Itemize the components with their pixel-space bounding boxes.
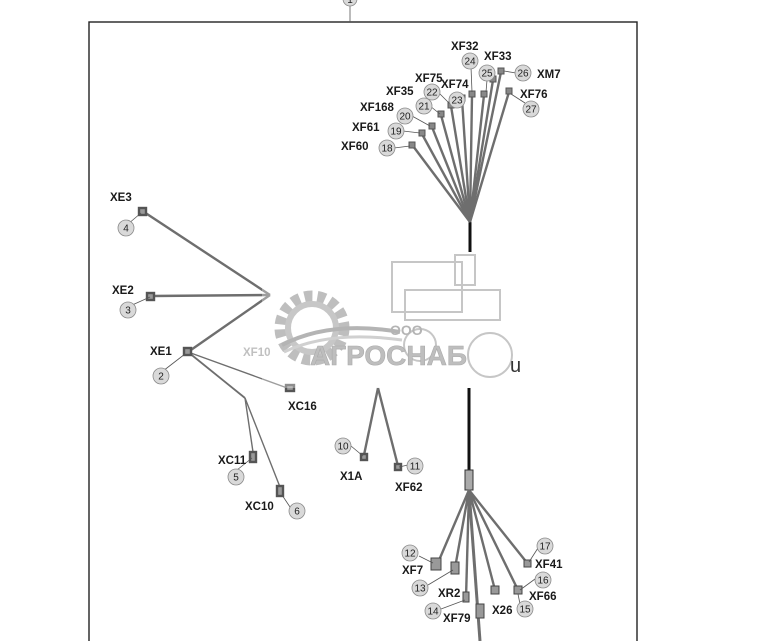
callout-23: 23 bbox=[448, 91, 466, 109]
connector-label-xf61: XF61 bbox=[352, 122, 380, 134]
svg-text:5: 5 bbox=[233, 473, 239, 484]
svg-text:10: 10 bbox=[337, 442, 349, 453]
top-callout: 1 bbox=[342, 0, 358, 7]
svg-text:12: 12 bbox=[404, 549, 416, 560]
watermark-logo: ООО АГРОСНАБ bbox=[262, 254, 532, 388]
callout-4: 4 bbox=[117, 219, 135, 237]
middle-harness bbox=[359, 387, 403, 472]
stray-label: u bbox=[510, 355, 521, 377]
harvester-icon bbox=[391, 254, 513, 378]
svg-text:26: 26 bbox=[517, 69, 529, 80]
callout-16: 16 bbox=[534, 571, 552, 589]
callout-15: 15 bbox=[516, 600, 534, 618]
svg-text:14: 14 bbox=[427, 607, 439, 618]
callout-2: 2 bbox=[152, 367, 170, 385]
connector-label-xf41: XF41 bbox=[535, 559, 563, 571]
lower-harness bbox=[430, 388, 532, 641]
connector-label-x1a: X1A bbox=[340, 471, 362, 483]
svg-text:23: 23 bbox=[451, 96, 463, 107]
callout-12: 12 bbox=[401, 544, 419, 562]
connector-label-xf33: XF33 bbox=[484, 51, 512, 63]
callout-17: 17 bbox=[536, 537, 554, 555]
connector-label-xc11: XC11 bbox=[218, 455, 247, 467]
connector-label-xe2: XE2 bbox=[112, 285, 134, 297]
svg-text:6: 6 bbox=[294, 507, 300, 518]
svg-text:4: 4 bbox=[123, 224, 129, 235]
connector-label-xf35: XF35 bbox=[386, 86, 414, 98]
callout-26: 26 bbox=[514, 64, 532, 82]
callout-24: 24 bbox=[461, 52, 479, 70]
svg-text:21: 21 bbox=[418, 102, 430, 113]
connector-label-xf168: XF168 bbox=[360, 102, 394, 114]
svg-text:3: 3 bbox=[125, 306, 131, 317]
connector-label-xf32: XF32 bbox=[451, 41, 479, 53]
svg-text:11: 11 bbox=[410, 462, 421, 473]
left-harness bbox=[137, 206, 296, 498]
gear-icon bbox=[274, 290, 403, 366]
connector-label-xf7: XF7 bbox=[402, 565, 423, 577]
callout-5: 5 bbox=[227, 468, 245, 486]
svg-text:16: 16 bbox=[537, 576, 549, 587]
connector-label-xf62: XF62 bbox=[395, 482, 423, 494]
connector-label-x26: X26 bbox=[492, 605, 512, 617]
connector-label-xf76: XF76 bbox=[520, 89, 548, 101]
svg-text:22: 22 bbox=[426, 88, 438, 99]
connector-label-xf66: XF66 bbox=[529, 591, 557, 603]
drawing-frame bbox=[88, 21, 638, 641]
callout-13: 13 bbox=[411, 579, 429, 597]
connector-label-xm7: XM7 bbox=[537, 69, 561, 81]
svg-text:1: 1 bbox=[347, 0, 353, 6]
callout-6: 6 bbox=[288, 502, 306, 520]
callout-3: 3 bbox=[119, 301, 137, 319]
connector-label-xf75: XF75 bbox=[415, 73, 443, 85]
connector-label-xf79: XF79 bbox=[443, 613, 471, 625]
connector-label-xr2: XR2 bbox=[438, 588, 460, 600]
callout-10: 10 bbox=[334, 437, 352, 455]
svg-text:2: 2 bbox=[158, 372, 164, 383]
connector-label-xe1: XE1 bbox=[150, 346, 172, 358]
svg-text:20: 20 bbox=[399, 112, 411, 123]
watermark-prefix: ООО bbox=[390, 322, 423, 338]
svg-text:25: 25 bbox=[481, 69, 493, 80]
svg-text:13: 13 bbox=[414, 584, 426, 595]
watermark-company: АГРОСНАБ bbox=[310, 340, 467, 371]
callout-11: 11 bbox=[406, 457, 424, 475]
callout-18: 18 bbox=[378, 139, 396, 157]
svg-text:18: 18 bbox=[381, 144, 393, 155]
svg-text:15: 15 bbox=[519, 605, 531, 616]
svg-text:27: 27 bbox=[525, 105, 537, 116]
callout-21: 21 bbox=[415, 97, 433, 115]
connector-label-xc10: XC10 bbox=[245, 501, 274, 513]
connector-label-xf60: XF60 bbox=[341, 141, 369, 153]
callout-20: 20 bbox=[396, 107, 414, 125]
connector-label-xf74: XF74 bbox=[441, 79, 469, 91]
callout-22: 22 bbox=[423, 83, 441, 101]
callout-27: 27 bbox=[522, 100, 540, 118]
connector-label-xf10: XF10 bbox=[243, 347, 271, 359]
svg-text:19: 19 bbox=[390, 127, 402, 138]
svg-text:24: 24 bbox=[464, 57, 476, 68]
callout-14: 14 bbox=[424, 602, 442, 620]
callout-19: 19 bbox=[387, 122, 405, 140]
svg-text:17: 17 bbox=[539, 542, 551, 553]
callout-25: 25 bbox=[478, 64, 496, 82]
connector-label-xe3: XE3 bbox=[110, 192, 132, 204]
connector-label-xc16: XC16 bbox=[288, 401, 317, 413]
